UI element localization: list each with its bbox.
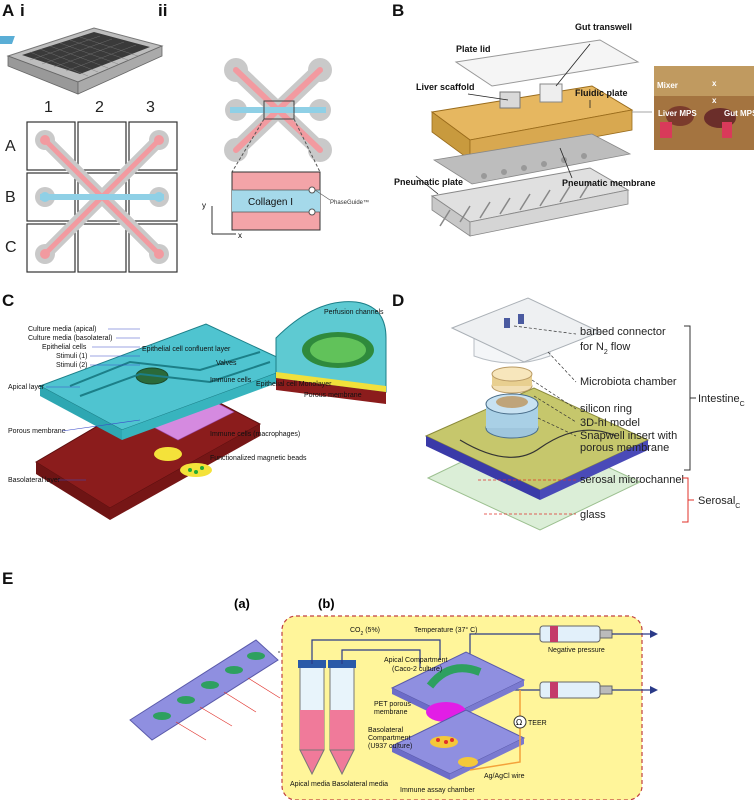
label-valves: Valves (216, 360, 237, 367)
axis-y-label: y (202, 201, 206, 210)
pneumatic-membrane-label: Pneumatic membrane (562, 178, 656, 188)
label-co2: CO2 (5%) (350, 627, 380, 637)
label-co2-post: (5%) (363, 627, 380, 634)
c-left-labels: Culture media (apical) Culture media (ba… (8, 326, 141, 484)
label-intestine-main: Intestine (698, 393, 740, 405)
basolateral-chip (390, 709, 526, 780)
chip-array (129, 639, 281, 741)
label-baso1: Basolateral (368, 727, 403, 734)
row-label-c: C (5, 239, 17, 256)
label-epithelial-cells: Epithelial cells (42, 344, 87, 351)
label-barbed: barbed connector (580, 326, 666, 338)
panel-e-sub-b: (b) (318, 596, 335, 611)
label-apical-comp: Apical Compartment (384, 657, 447, 664)
label-apical-media: Apical media (290, 781, 330, 788)
label-stimuli-2: Stimuli (2) (56, 362, 88, 369)
panel-b-letter: B (392, 1, 404, 20)
label-basolateral-layer: Basolateral layer (8, 477, 61, 484)
syringe-bottom (539, 681, 658, 699)
label-n2flow-pre: for N (580, 341, 604, 353)
pneumatic-plate-label: Pneumatic plate (394, 177, 463, 187)
liver-scaffold-label: Liver scaffold (416, 82, 475, 92)
panel-e-sub-a: (a) (234, 596, 250, 611)
omega-icon: Ω (516, 718, 522, 727)
label-hi-model: 3D-hI model (580, 417, 640, 429)
fluidic-plate-label: Fluidic plate (575, 88, 628, 98)
label-serosal-sub: C (735, 503, 740, 510)
label-macrophages: Immune cells (macrophages) (210, 431, 300, 438)
axis-x-label: x (238, 231, 242, 240)
col-label-3: 3 (146, 99, 155, 116)
liver-mps-label: Liver MPS (658, 109, 697, 118)
label-microbiota: Microbiota chamber (580, 376, 677, 388)
collagen-label: Collagen I (248, 197, 293, 208)
label-negative-pressure: Negative pressure (548, 647, 605, 654)
label-co2-pre: CO (350, 627, 361, 634)
panel-d-letter: D (392, 291, 404, 310)
label-basolateral-media: Basolateral media (332, 781, 388, 788)
label-intestine: IntestineC (698, 393, 745, 408)
panel-a-letter: A (2, 1, 14, 20)
row-label-b: B (5, 189, 16, 206)
label-caco2: (Caco-2 culture) (392, 666, 442, 673)
panel-e-letter: E (2, 569, 13, 588)
label-porous-mem2: Porous membrane (304, 392, 362, 399)
label-intestine-sub: C (740, 401, 745, 408)
label-pet2: membrane (374, 709, 408, 716)
label-culture-basolateral: Culture media (basolateral) (28, 335, 112, 342)
x-mark-1: x (712, 79, 717, 88)
label-snapwell: Snapwell insert with (580, 430, 677, 442)
mixer-label: Mixer (657, 81, 678, 90)
panel-c: C Culture media (apical) Culture media (… (2, 291, 387, 520)
label-immune-chamber: Immune assay chamber (400, 787, 475, 794)
label-baso2: Compartment (368, 735, 410, 742)
mps-photo-inset: Mixer x x Liver MPS Gut MPS (654, 66, 756, 150)
label-n2flow-sub: 2 (604, 349, 608, 356)
label-serosal-mc: serosal microchannel (580, 474, 684, 486)
panel-a: A i ii 1 2 3 A B C (0, 1, 369, 273)
label-culture-apical: Culture media (apical) (28, 326, 96, 333)
label-serosal-main: Serosal (698, 495, 735, 507)
label-epi-mono: Epithelial cell Monolayer (256, 381, 332, 388)
syringe-top (539, 625, 658, 643)
label-beads: Functionalized magnetic beads (210, 455, 307, 462)
label-pet1: PET porous (374, 701, 411, 708)
label-temperature: Temperature (37° C) (414, 626, 478, 634)
panel-a-sub-i: i (20, 1, 25, 20)
phaseguide-label: PhaseGuide™ (330, 199, 369, 206)
label-silicon: silicon ring (580, 403, 632, 415)
label-apical-layer: Apical layer (8, 384, 45, 391)
label-baso3: (U937 culture) (368, 743, 412, 750)
panel-e: E (a) (b) CO2 (5%) Temperature (37° C) (2, 569, 658, 800)
label-n2flow: for N2 flow (580, 341, 630, 356)
label-agcl: Ag/AgCl wire (484, 773, 525, 780)
label-porous: porous membrane (580, 442, 669, 454)
perfusion-inset (275, 301, 387, 404)
plate-lid-label: Plate lid (456, 44, 491, 54)
gut-transwell-label: Gut transwell (575, 22, 632, 32)
well-plate (0, 27, 164, 95)
col-label-1: 1 (44, 99, 53, 116)
label-porous-membrane: Porous membrane (8, 428, 66, 435)
label-epi-confluent: Epithelial cell confluent layer (142, 346, 231, 353)
label-glass: glass (580, 509, 606, 521)
panel-c-letter: C (2, 291, 14, 310)
label-serosal: SerosalC (698, 495, 740, 510)
x-mark-2: x (712, 96, 717, 105)
chip-grid: 1 2 3 A B C (5, 99, 178, 273)
label-co2-sub: 2 (361, 631, 364, 637)
label-stimuli-1: Stimuli (1) (56, 353, 88, 360)
panel-b: B Plate lid Gut transwell Liver scaffold… (392, 1, 756, 237)
chip-detail: Collagen I PhaseGuide™ y x (202, 58, 369, 240)
row-label-a: A (5, 138, 16, 155)
label-perfusion: Perfusion channels (324, 309, 384, 316)
gut-mps-label: Gut MPS (724, 109, 756, 118)
panel-d: D barbed connector for N2 flow Microbiot… (392, 291, 745, 531)
panel-a-sub-ii: ii (158, 1, 167, 20)
label-teer: TEER (528, 720, 547, 727)
label-immune-cells: Immune cells (210, 377, 252, 384)
col-label-2: 2 (95, 99, 104, 116)
label-n2flow-post: flow (608, 341, 631, 353)
